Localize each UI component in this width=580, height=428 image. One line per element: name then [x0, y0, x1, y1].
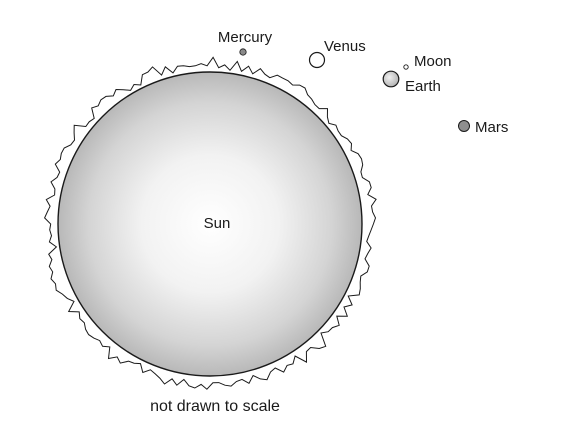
moon [403, 64, 409, 70]
scale-caption: not drawn to scale [150, 398, 280, 415]
mercury-label: Mercury [218, 29, 273, 46]
sun-label: Sun [204, 215, 231, 232]
mercury [239, 48, 247, 56]
sun [57, 71, 363, 377]
earth [382, 70, 400, 88]
earth-label: Earth [405, 78, 441, 95]
moon-label: Moon [414, 53, 452, 70]
mars [458, 120, 470, 132]
venus-label: Venus [324, 38, 366, 55]
mars-label: Mars [475, 119, 508, 136]
venus [308, 51, 326, 69]
